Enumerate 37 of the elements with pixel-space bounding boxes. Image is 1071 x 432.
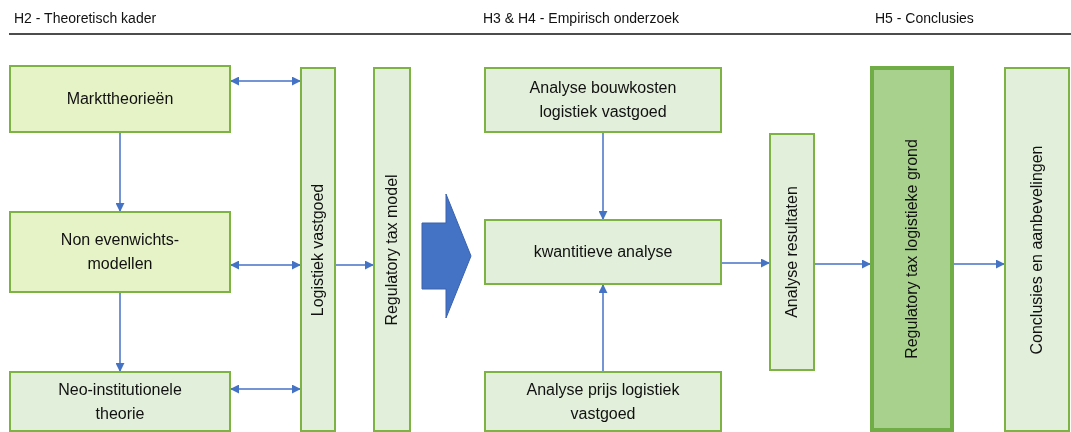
section-heading: H2 - Theoretisch kader [14,10,157,26]
process-box [9,211,231,293]
node-label: Markttheorieën [66,89,174,109]
vertical-process-bar [769,133,815,371]
node-label: Non evenwichts- modellen [59,230,181,274]
process-box [484,67,722,133]
arrow [814,259,871,269]
process-box [484,371,722,432]
node-label: Regulatory tax logistieke grond [903,139,921,359]
vertical-process-bar [870,66,954,432]
vertical-process-bar [1004,67,1070,432]
node-label: kwantitieve analyse [533,242,673,262]
vertical-process-bar [373,67,411,432]
node-label: Analyse bouwkosten logistiek vastgoed [528,78,678,122]
arrow [953,259,1005,269]
node-label: Analyse prijs logistiek vastgoed [525,379,681,424]
arrow [230,76,301,86]
node-label: Neo-institutionele theorie [57,379,183,424]
process-box [9,371,231,432]
node-label: Conclusies en aanbevelingen [1028,145,1046,354]
arrow [115,132,125,212]
process-box [484,219,722,285]
node-label: Logistiek vastgoed [309,183,327,316]
node-label: Analyse resultaten [783,186,801,318]
arrow [335,260,374,270]
arrow [598,284,608,372]
arrow [230,384,301,394]
section-heading: H3 & H4 - Empirisch onderzoek [483,10,680,26]
arrow [230,260,301,270]
block-arrow [421,193,472,319]
arrow [115,292,125,372]
process-box [9,65,231,133]
node-label: Regulatory tax model [383,173,401,326]
arrow [598,132,608,220]
arrow [721,258,770,268]
vertical-process-bar [300,67,336,432]
section-heading: H5 - Conclusies [875,10,974,26]
